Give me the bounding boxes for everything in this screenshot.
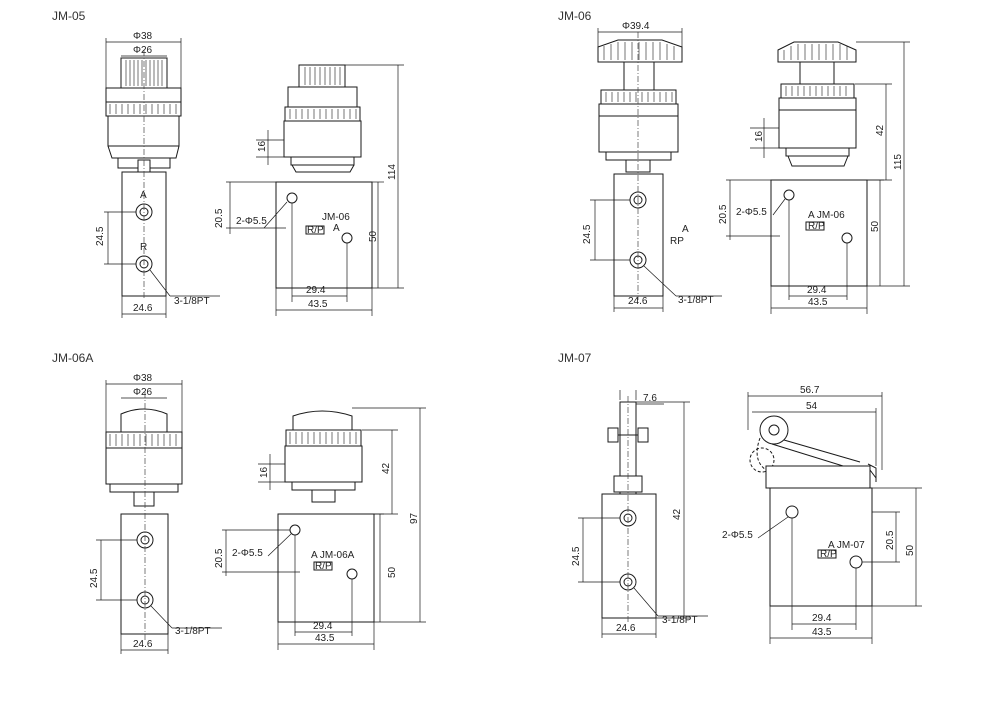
dim-port: 3-1/8PT (662, 615, 698, 626)
dim-hole-span: 29.4 (812, 613, 832, 624)
dim-height-total: 97 (409, 512, 420, 524)
port-label-r: R (140, 242, 147, 253)
dim-lever-span: 54 (806, 401, 818, 412)
port-label-a: A (682, 224, 689, 235)
dim-phi-outer: Φ38 (133, 31, 153, 42)
dim-width: 24.6 (133, 639, 153, 650)
diagram-jm-07: JM-07 7.6 42 24.5 24.6 3-1/8PT (558, 351, 922, 644)
dim-port: 3-1/8PT (175, 626, 211, 637)
dim-phi-outer: Φ38 (133, 373, 153, 384)
dim-body-h: 50 (368, 230, 379, 242)
dim-body-h: 50 (870, 220, 881, 232)
dim-hole-off: 20.5 (885, 530, 896, 550)
dim-body-h: 50 (905, 544, 916, 556)
dim-hole-span: 29.4 (807, 285, 827, 296)
dim-hole-pitch: 24.5 (95, 226, 106, 246)
side-port-label-a: A (333, 223, 340, 234)
dim-hole-off: 20.5 (718, 204, 729, 224)
port-label-a: A (140, 190, 147, 201)
symbol-label: R/P (315, 561, 332, 572)
dim-width-total: 56.7 (800, 385, 820, 396)
dim-button-h: 16 (257, 140, 268, 152)
dim-holes: 2-Φ5.5 (736, 207, 767, 218)
dim-width: 24.6 (628, 296, 648, 307)
dim-holes: 2-Φ5.5 (232, 548, 263, 559)
dim-hole-off: 20.5 (214, 548, 225, 568)
diagram-jm-06a: JM-06A Φ38 Φ26 24.5 (52, 351, 426, 654)
dim-height-total: 114 (387, 164, 398, 180)
diagram-title: JM-05 (52, 9, 86, 23)
diagram-jm-06: JM-06 (558, 9, 910, 314)
dim-port: 3-1/8PT (174, 296, 210, 307)
dim-hole-span: 29.4 (306, 285, 326, 296)
dim-body-w: 43.5 (308, 299, 328, 310)
diagram-title: JM-07 (558, 351, 592, 365)
dim-phi-inner: Φ26 (133, 45, 153, 56)
dim-hole-pitch: 24.5 (582, 224, 593, 244)
symbol-label: R/P (307, 225, 324, 236)
dim-body-w: 43.5 (808, 297, 828, 308)
dim-holes: 2-Φ5.5 (236, 216, 267, 227)
port-label-rp: RP (670, 236, 684, 247)
side-view (770, 41, 868, 287)
dim-height: 42 (672, 508, 683, 520)
diagram-title: JM-06A (52, 351, 93, 365)
front-view (601, 396, 657, 624)
dim-height-total: 115 (893, 154, 904, 170)
side-view (749, 415, 877, 607)
dim-holes: 2-Φ5.5 (722, 530, 753, 541)
dim-lever-w: 7.6 (643, 393, 657, 404)
dim-hole-pitch: 24.5 (571, 546, 582, 566)
symbol-label: R/P (820, 549, 837, 560)
side-view (275, 64, 373, 289)
diagram-title: JM-06 (558, 9, 592, 23)
model-label: A JM-06 (808, 210, 845, 221)
side-view (277, 410, 375, 623)
symbol-label: R/P (808, 221, 825, 232)
dim-hole-off: 20.5 (214, 208, 225, 228)
dim-cap-h: 42 (875, 124, 886, 136)
dim-button-h: 16 (754, 130, 765, 142)
dim-body-w: 43.5 (812, 627, 832, 638)
diagram-jm-05: JM-05 (52, 9, 404, 318)
front-view (597, 32, 683, 300)
front-view (105, 50, 182, 300)
dim-cap-h: 42 (381, 462, 392, 474)
dim-width: 24.6 (133, 303, 153, 314)
dim-port: 3-1/8PT (678, 295, 714, 306)
front-view (105, 392, 183, 640)
dim-body-h: 50 (387, 566, 398, 578)
dim-body-w: 43.5 (315, 633, 335, 644)
model-label: A JM-07 (828, 540, 865, 551)
dim-hole-span: 29.4 (313, 621, 333, 632)
dim-width: 24.6 (616, 623, 636, 634)
model-label: A JM-06A (311, 550, 355, 561)
dim-button-h: 16 (259, 466, 270, 478)
dim-phi-inner: Φ26 (133, 387, 153, 398)
dim-phi-outer: Φ39.4 (622, 21, 650, 32)
dim-hole-pitch: 24.5 (89, 568, 100, 588)
model-label: JM-06 (322, 212, 350, 223)
